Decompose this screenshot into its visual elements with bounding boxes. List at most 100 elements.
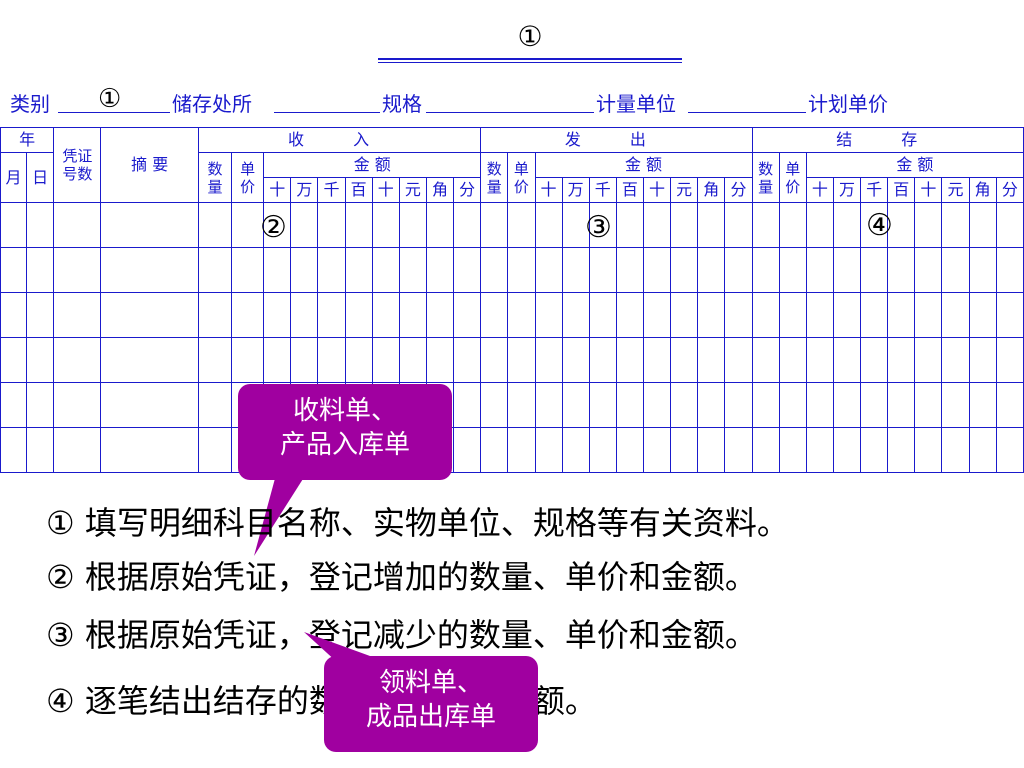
receive-callout: 收料单、 产品入库单 (238, 384, 452, 480)
header-row-2: 月日数量单价金 额数量单价金 额数量单价金 额 (0, 152, 1024, 203)
receive-digit-6: 角 (425, 177, 455, 203)
receive-qty-cell-line-1: 量 (207, 177, 223, 196)
ledger-cell (615, 292, 645, 338)
ledger-cell (941, 382, 970, 428)
balance-digit-3: 百 (887, 177, 916, 203)
ledger-cell (263, 247, 292, 293)
ledger-cell (425, 247, 455, 293)
ledger-cell (0, 292, 28, 338)
ledger-cell (371, 202, 400, 248)
ledger-cell (642, 382, 672, 428)
ledger-cell (778, 337, 807, 383)
ledger-cell (480, 202, 509, 248)
ledger-cell (453, 427, 482, 473)
ledger-cell (670, 427, 699, 473)
ledger-cell (914, 202, 943, 248)
ledger-cell (778, 202, 807, 248)
header-row-1: 年凭证号数摘 要收 入发 出结 存 (0, 127, 1024, 203)
ledger-cell (371, 247, 400, 293)
ledger-cell (26, 292, 55, 338)
balance-qty-cell-line-1: 量 (758, 177, 774, 196)
ledger-cell (480, 427, 509, 473)
ledger-cell (344, 337, 373, 383)
ledger-cell (0, 202, 28, 248)
ledger-cell (344, 202, 373, 248)
day-cell: 日 (26, 152, 55, 203)
receive-digit-4: 十 (371, 177, 400, 203)
ledger-cell (26, 427, 55, 473)
ledger-cell (995, 382, 1024, 428)
title-mark: ① (517, 20, 543, 53)
ledger-cell (344, 247, 373, 293)
ledger-cell (588, 292, 617, 338)
balance-qty-cell: 数量 (751, 152, 780, 203)
ledger-cell (724, 292, 753, 338)
ledger-cell (507, 337, 536, 383)
ledger-cell (53, 382, 102, 428)
ledger-cell (371, 292, 400, 338)
ledger-cell (995, 427, 1024, 473)
ledger-cell (724, 427, 753, 473)
ledger-cell (231, 337, 265, 383)
issue-callout-line-1: 领料单、 (378, 668, 483, 698)
ledger-cell (453, 202, 482, 248)
ledger-cell (534, 382, 563, 428)
balance-digit-7: 分 (995, 177, 1024, 203)
ledger-cell (100, 247, 199, 293)
receive-callout-tail (254, 460, 315, 556)
balance-digit-4: 十 (914, 177, 943, 203)
ledger-cell (941, 427, 970, 473)
ledger-cell (100, 337, 199, 383)
ledger-cell (860, 337, 889, 383)
ledger-cell (53, 292, 102, 338)
ledger-cell (724, 247, 753, 293)
ledger-cell (751, 292, 780, 338)
ledger-cell (805, 292, 834, 338)
ledger-cell (290, 202, 319, 248)
ledger-cell (561, 382, 590, 428)
ledger-cell (615, 337, 645, 383)
ledger-cell (697, 202, 726, 248)
ledger-cell (805, 427, 834, 473)
balance-price-cell-line-1: 价 (785, 177, 801, 196)
ledger-cell (398, 292, 427, 338)
ledger-cell (642, 202, 672, 248)
ledger-cell (534, 247, 563, 293)
receive-digit-1: 万 (290, 177, 319, 203)
ledger-cell (724, 202, 753, 248)
summary-cell: 摘 要 (100, 127, 199, 203)
receive-amount-cell: 金 额 (263, 152, 482, 178)
ledger-cell (231, 247, 265, 293)
ledger-cell (914, 292, 943, 338)
ledger-cell (317, 337, 346, 383)
ledger-cell (263, 292, 292, 338)
issue-price-cell-line-0: 单 (513, 159, 529, 178)
ledger-cell (995, 247, 1024, 293)
ledger-cell (317, 292, 346, 338)
ledger-cell (26, 337, 55, 383)
issue-qty-cell-line-0: 数 (486, 159, 502, 178)
ledger-cell (778, 382, 807, 428)
ledger-cell (197, 427, 233, 473)
ledger-cell (588, 337, 617, 383)
ledger-cell (670, 247, 699, 293)
note-2: ② 根据原始凭证，登记增加的数量、单价和金额。 (46, 558, 757, 596)
ledger-cell (453, 382, 482, 428)
receive-mark: ② (260, 210, 287, 245)
ledger-cell (751, 427, 780, 473)
ledger-cell (832, 247, 862, 293)
issue-digit-7: 分 (724, 177, 753, 203)
ledger-cell (561, 247, 590, 293)
balance-digit-2: 千 (860, 177, 889, 203)
ledger-cell (887, 382, 916, 428)
ledger-table: 年凭证号数摘 要收 入发 出结 存月日数量单价金 额数量单价金 额数量单价金 额… (0, 127, 1024, 475)
issue-price-cell: 单价 (507, 152, 536, 203)
ledger-cell (642, 247, 672, 293)
ledger-cell (805, 202, 834, 248)
balance-digit-0: 十 (805, 177, 834, 203)
ledger-cell (480, 292, 509, 338)
ledger-cell (507, 247, 536, 293)
issue-qty-cell: 数量 (480, 152, 509, 203)
ledger-cell (995, 202, 1024, 248)
ledger-cell (887, 427, 916, 473)
